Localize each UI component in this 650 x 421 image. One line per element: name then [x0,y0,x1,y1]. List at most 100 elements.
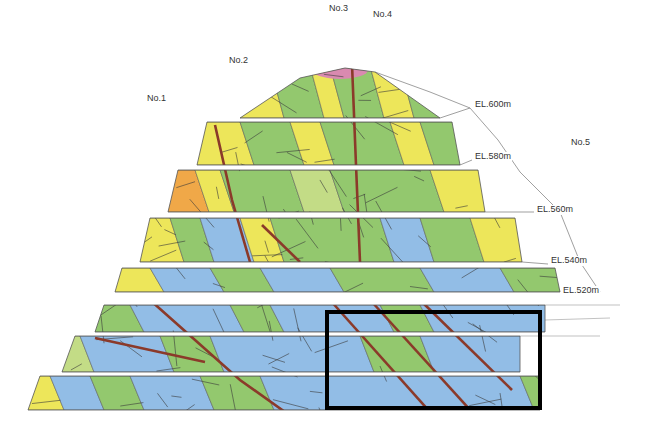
joint-line [53,322,89,338]
rock-zone [130,305,244,332]
joint-line [57,193,58,217]
joint-line [276,149,309,152]
joint-line [73,115,87,117]
station-label: No.5 [570,138,591,148]
joint-line [470,128,490,133]
level-line [522,262,548,264]
joint-line [364,194,367,213]
joint-line [542,336,579,342]
joint-line [292,84,309,91]
highlight-frame [327,312,540,408]
joint-line [275,120,299,121]
joint-line [32,400,60,403]
joint-line [480,325,486,351]
bench-outline [168,170,485,212]
joint-line [265,241,269,253]
joint-line [119,67,120,102]
joint-line [85,206,113,222]
fault-line [262,225,300,262]
joint-line [230,384,236,416]
joint-line [231,94,256,97]
joint-line [190,199,214,227]
fault-line [150,300,285,412]
joint-line [170,136,200,148]
joint-line [315,341,348,353]
joint-lines [30,66,579,421]
joint-line [500,393,503,414]
joint-line [504,258,516,262]
bench-outline [62,336,520,372]
joint-line [533,171,558,197]
joint-line [418,236,431,247]
rock-zone [80,336,174,372]
joint-line [414,176,424,181]
rock-zone [420,305,650,332]
joint-line [310,391,323,392]
joint-line [536,178,557,188]
rock-zone [260,376,534,410]
joint-line [221,147,238,152]
joint-line [37,150,51,152]
bench-band [150,122,650,165]
joint-line [265,256,270,265]
joint-line [324,74,344,76]
rock-zone [270,305,394,332]
joint-line [241,164,250,167]
rock-zone [420,122,650,165]
joint-line [210,94,240,102]
joint-line [342,208,351,224]
joint-line [320,180,327,193]
joint-line [268,354,289,365]
joint-line [361,87,381,96]
rock-zone [210,336,374,372]
level-line [520,336,600,337]
joint-line [257,293,286,308]
joint-line [315,159,335,162]
fault-line [215,125,250,262]
joint-line [55,208,77,229]
joint-line [67,122,77,130]
rock-zone [100,218,184,262]
joint-line [377,66,387,69]
joint-line [176,182,195,188]
elevation-label: EL.600m [474,100,512,110]
joint-line [410,287,428,289]
elevation-label: EL.560m [536,205,574,215]
joint-line [263,92,296,113]
fault-line [372,302,472,412]
level-line [485,212,534,213]
joint-line [97,297,126,317]
station-label: No.2 [228,56,249,66]
joint-line [353,194,365,198]
joint-line [381,238,406,265]
joint-line [455,206,467,208]
joint-line [30,220,49,234]
station-label: No.4 [372,10,393,20]
bench-outline [197,122,460,165]
joint-line [159,241,186,246]
joint-line [57,187,59,207]
joint-line [109,124,126,131]
bench-band [80,305,650,332]
joint-line [475,395,495,404]
joint-line [449,104,461,113]
joint-line [365,117,398,135]
joint-line [543,370,559,375]
joint-line [366,187,398,202]
bench-outline [240,68,440,118]
joint-line [328,168,347,197]
fault-line [95,338,205,362]
level-line [440,108,470,118]
joint-line [259,297,271,334]
joint-line [123,83,127,121]
joint-line [376,201,392,229]
joint-line [192,379,219,385]
fault-line [352,64,360,262]
joint-line [350,205,373,228]
joint-line [236,152,240,171]
joint-line [60,155,82,167]
station-label: No.1 [146,94,167,104]
elevation-label: EL.520m [562,286,600,296]
joint-line [43,119,63,143]
rock-zone [420,336,650,372]
